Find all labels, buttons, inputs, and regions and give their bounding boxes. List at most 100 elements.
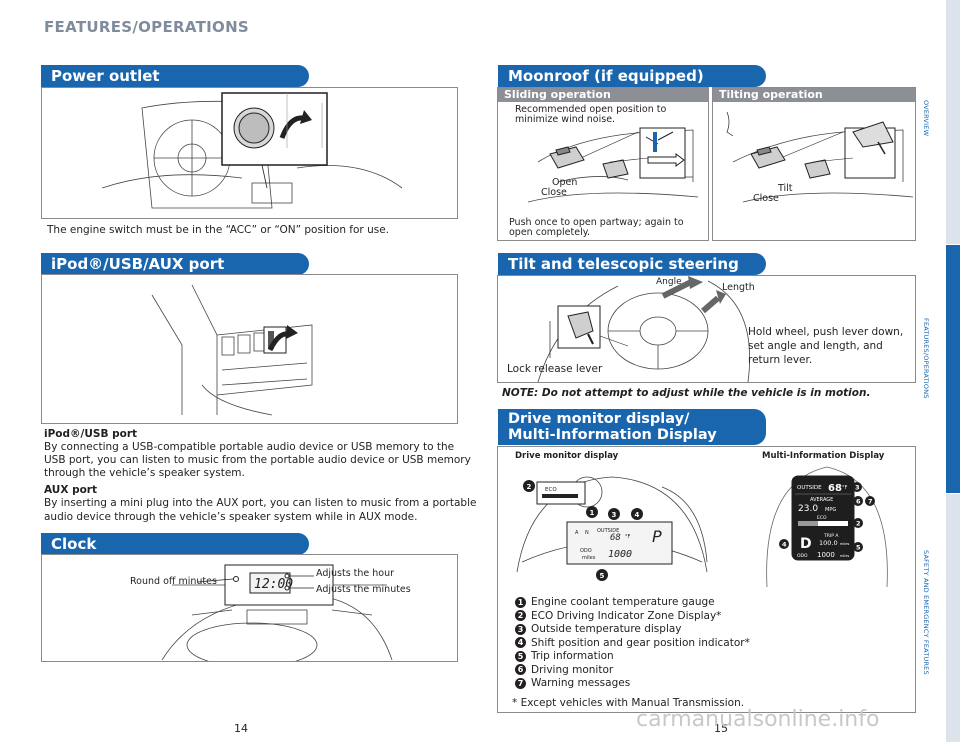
aux-text-line-1: By inserting a mini plug into the AUX po… [44, 497, 477, 509]
svg-text:4: 4 [782, 541, 787, 549]
drive-monitor-title-line-1: Drive monitor display/ [508, 411, 690, 427]
svg-text:3: 3 [612, 511, 617, 519]
legend-text: Warning messages [531, 677, 631, 689]
power-outlet-title: Power outlet [41, 65, 309, 87]
steering-instr-line-2: set angle and length, and [748, 340, 883, 352]
svg-text:A: A [575, 530, 579, 536]
push-line-2: open completely. [509, 227, 591, 238]
mid-callout-markers: 3 6 7 2 4 5 [779, 482, 875, 552]
mid-display-label: Multi-Information Display [762, 451, 885, 461]
sliding-operation-panel: Sliding operation [497, 87, 709, 241]
legend-item: 4 Shift position and gear position indica… [515, 637, 750, 651]
aux-text-line-2: audio device through the vehicle’s speak… [44, 511, 418, 523]
dm-callout-markers: 2 1 3 4 5 [523, 480, 643, 581]
legend-text: Driving monitor [531, 663, 614, 676]
dm-miles-text: miles [582, 555, 596, 561]
clock-hour-label: Adjusts the hour [316, 568, 395, 579]
sliding-open-label: Open [552, 177, 578, 188]
clock-display-time: 12:00 [254, 577, 293, 592]
svg-text:5: 5 [856, 544, 861, 552]
steering-instr-line-3: return lever. [748, 354, 813, 366]
tilting-operation-panel: Tilting operation [712, 87, 916, 241]
drive-monitor-title: Drive monitor display/ Multi-Information… [498, 409, 766, 445]
power-outlet-caption: The engine switch must be in the “ACC” o… [47, 224, 390, 236]
ipod-text-line-2: USB port, you can listen to music from t… [44, 454, 471, 466]
clock-illustration: 12:00 [161, 564, 393, 668]
mid-illustration: OUTSIDE 68 °F AVERAGE 23.0 MPG ECO D TRI… [766, 466, 888, 588]
tilt-close-label: Close [753, 193, 779, 204]
section-sidebar [946, 0, 960, 743]
steering-instr-line-1: Hold wheel, push lever down, [748, 326, 904, 338]
svg-text:4: 4 [635, 511, 640, 519]
mid-trip-text: TRIP A [823, 533, 839, 539]
sliding-close-label: Close [541, 187, 567, 198]
svg-text:2: 2 [856, 520, 861, 528]
ipod-heading: iPod®/USB port [44, 428, 138, 440]
steering-note: NOTE: Do not attempt to adjust while the… [502, 387, 871, 399]
tilting-illustration [726, 111, 914, 203]
aux-heading: AUX port [44, 484, 98, 496]
legend-number: 3 [515, 623, 526, 635]
mid-trip-unit: miles [840, 542, 850, 546]
mid-odo-unit: miles [840, 554, 850, 558]
drive-monitor-footnote: * Except vehicles with Manual Transmissi… [512, 697, 745, 709]
mid-odo-value: 1000 [817, 551, 835, 559]
page-header: FEATURES/OPERATIONS [44, 18, 250, 36]
legend-number: 7 [515, 677, 526, 689]
sidebar-label-safety: SAFETY AND EMERGENCY FEATURES [922, 550, 930, 675]
drive-monitor-illustration: ECO A N OUTSIDE 68 °F P ODO miles 1000 2… [516, 476, 708, 581]
ipod-title: iPod®/USB/AUX port [41, 253, 309, 275]
dm-outside-text: OUTSIDE [597, 528, 619, 534]
mid-odo-text: ODO [797, 553, 808, 559]
ipod-illustration [151, 284, 313, 416]
drive-monitor-display-label: Drive monitor display [515, 451, 619, 461]
mid-trip-value: 100.0 [819, 539, 838, 547]
drive-monitor-title-line-2: Multi-Information Display [508, 427, 717, 443]
sliding-operation-title: Sliding operation [498, 88, 708, 102]
dm-odo-text: ODO [580, 548, 592, 554]
svg-text:3: 3 [855, 484, 860, 492]
tilting-operation-title: Tilting operation [713, 88, 915, 102]
clock-round-off-label: Round off minutes [130, 576, 217, 587]
sidebar-tab-overview[interactable] [946, 0, 960, 245]
svg-text:5: 5 [600, 572, 605, 580]
svg-text:1: 1 [590, 509, 595, 517]
mid-unit-text: °F [842, 485, 848, 491]
legend-text: Outside temperature display [531, 623, 682, 635]
legend-item: 1 Engine coolant temperature gauge [515, 596, 750, 610]
sliding-illustration [527, 127, 699, 203]
page-number-left: 14 [234, 722, 248, 735]
ipod-text-line-3: through the vehicle’s speaker system. [44, 467, 245, 479]
page-number-right: 15 [714, 722, 728, 735]
legend-text: Shift position and gear position indicat… [531, 636, 750, 649]
sidebar-tab-safety[interactable] [946, 494, 960, 743]
tilt-label: Tilt [778, 183, 793, 194]
legend-item: 7 Warning messages [515, 677, 750, 691]
steering-image [497, 275, 916, 383]
legend-item: 2 ECO Driving Indicator Zone Display* [515, 610, 750, 624]
legend-number: 4 [515, 637, 526, 648]
svg-text:N: N [585, 530, 589, 536]
steering-length-label: Length [722, 282, 755, 293]
mid-outside-text: OUTSIDE [797, 485, 822, 491]
dm-eco-text: ECO [545, 487, 557, 493]
mid-temp-text: 68 [828, 483, 842, 494]
drive-monitor-legend: 1 Engine coolant temperature gauge 2 ECO D… [515, 596, 750, 691]
lock-release-label: Lock release lever [507, 363, 603, 375]
power-outlet-illustration [101, 92, 403, 209]
watermark: carmanualsonline.info [636, 707, 880, 732]
dm-unit-text: °F [625, 534, 631, 540]
recommended-line-2: minimize wind noise. [515, 114, 616, 125]
dm-temp-text: 68 [610, 533, 621, 543]
legend-number: 1 [515, 596, 526, 608]
legend-text: ECO Driving Indicator Zone Display* [531, 609, 722, 622]
mid-eco-text: ECO [817, 515, 827, 521]
legend-number: 2 [515, 610, 526, 621]
sidebar-tab-features[interactable] [946, 245, 960, 494]
mid-average-text: AVERAGE [810, 497, 833, 503]
svg-text:6: 6 [856, 498, 861, 506]
ipod-image [41, 274, 458, 424]
steering-angle-label: Angle [656, 277, 682, 287]
legend-text: Engine coolant temperature gauge [531, 596, 715, 608]
